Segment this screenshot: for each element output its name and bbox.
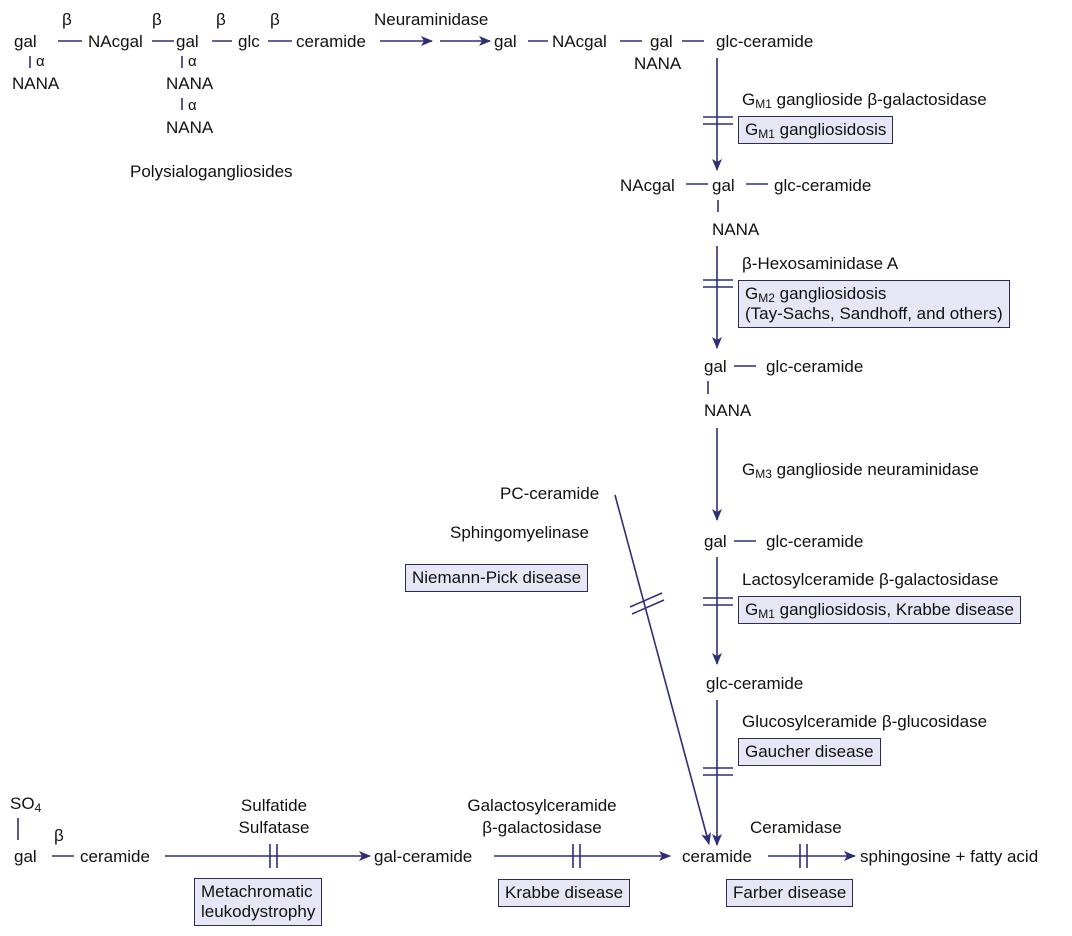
nana-label: NANA [166,74,214,93]
gm1-krabbe-box: GM1 gangliosidosis, Krabbe disease [738,596,1022,624]
beta-label: β [152,10,162,29]
ceramidase-label: Ceramidase [750,818,842,837]
sphingomyelinase-label: Sphingomyelinase [450,523,589,542]
alpha-label: α [188,97,197,114]
nacgal-label: NAcgal [88,32,143,51]
nana-label: NANA [12,74,60,93]
galactosylceramide-label: Galactosylceramide [467,796,617,815]
products-label: sphingosine + fatty acid [860,847,1039,866]
beta-label: β [216,10,226,29]
so4-label: SO4 [10,794,42,815]
nacgal-label: NAcgal [552,32,607,51]
arrow-line [614,494,711,845]
gal-label: gal [650,32,673,51]
gal-label: gal [14,847,37,866]
block-mark [631,599,665,615]
metachromatic-leukodystrophy-box: Metachromatic leukodystrophy [194,878,323,926]
glc-ceramide-label: glc-ceramide [716,32,814,51]
ceramide-label: ceramide [80,847,150,866]
niemann-pick-box: Niemann-Pick disease [405,564,589,592]
gm1-gangliosidosis-box: GM1 gangliosidosis [738,116,894,144]
gm1-galactosidase-label: GM1 ganglioside β-galactosidase [742,90,987,111]
gal-ceramide-label: gal-ceramide [374,847,473,866]
gaucher-disease-box: Gaucher disease [738,738,881,766]
nacgal-label: NAcgal [620,176,675,195]
neuraminidase-label: Neuraminidase [374,10,489,29]
nana-label: NANA [166,118,214,137]
glc-ceramide-label: glc-ceramide [766,532,864,551]
block-mark [629,592,663,608]
nana-label: NANA [712,220,760,239]
hexosaminidase-label: β-Hexosaminidase A [742,254,899,273]
gm2-gangliosidosis-box: GM2 gangliosidosis (Tay-Sachs, Sandhoff,… [738,280,1010,328]
alpha-label: α [36,53,45,70]
glc-ceramide-label: glc-ceramide [774,176,872,195]
nana-label: NANA [704,401,752,420]
gal-label: gal [704,532,727,551]
beta-label: β [270,10,280,29]
alpha-label: α [188,53,197,70]
ceramide-label: ceramide [296,32,366,51]
polysialogangliosides-label: Polysialogangliosides [130,162,293,181]
beta-label: β [54,826,64,845]
gal-label: gal [176,32,199,51]
beta-label: β [62,10,72,29]
gal-label: gal [712,176,735,195]
glucosylceramide-glucosidase-label: Glucosylceramide β-glucosidase [742,712,988,731]
gm3-neuraminidase-label: GM3 ganglioside neuraminidase [742,460,979,481]
glc-label: glc [238,32,260,51]
glc-ceramide-label: glc-ceramide [706,674,804,693]
farber-disease-box: Farber disease [726,879,854,907]
nana-label: NANA [634,54,682,73]
gal-label: gal [14,32,37,51]
gal-label: gal [494,32,517,51]
gal-label: gal [704,357,727,376]
sulfatide-label: Sulfatide [240,796,308,815]
glc-ceramide-label: glc-ceramide [766,357,864,376]
ceramide-label: ceramide [682,847,752,866]
galactosidase-label: β-galactosidase [482,818,602,837]
krabbe-disease-box: Krabbe disease [498,879,631,907]
lactosylceramide-galactosidase-label: Lactosylceramide β-galactosidase [742,570,999,589]
pc-ceramide-label: PC-ceramide [500,484,600,503]
sulfatase-label: Sulfatase [238,818,310,837]
